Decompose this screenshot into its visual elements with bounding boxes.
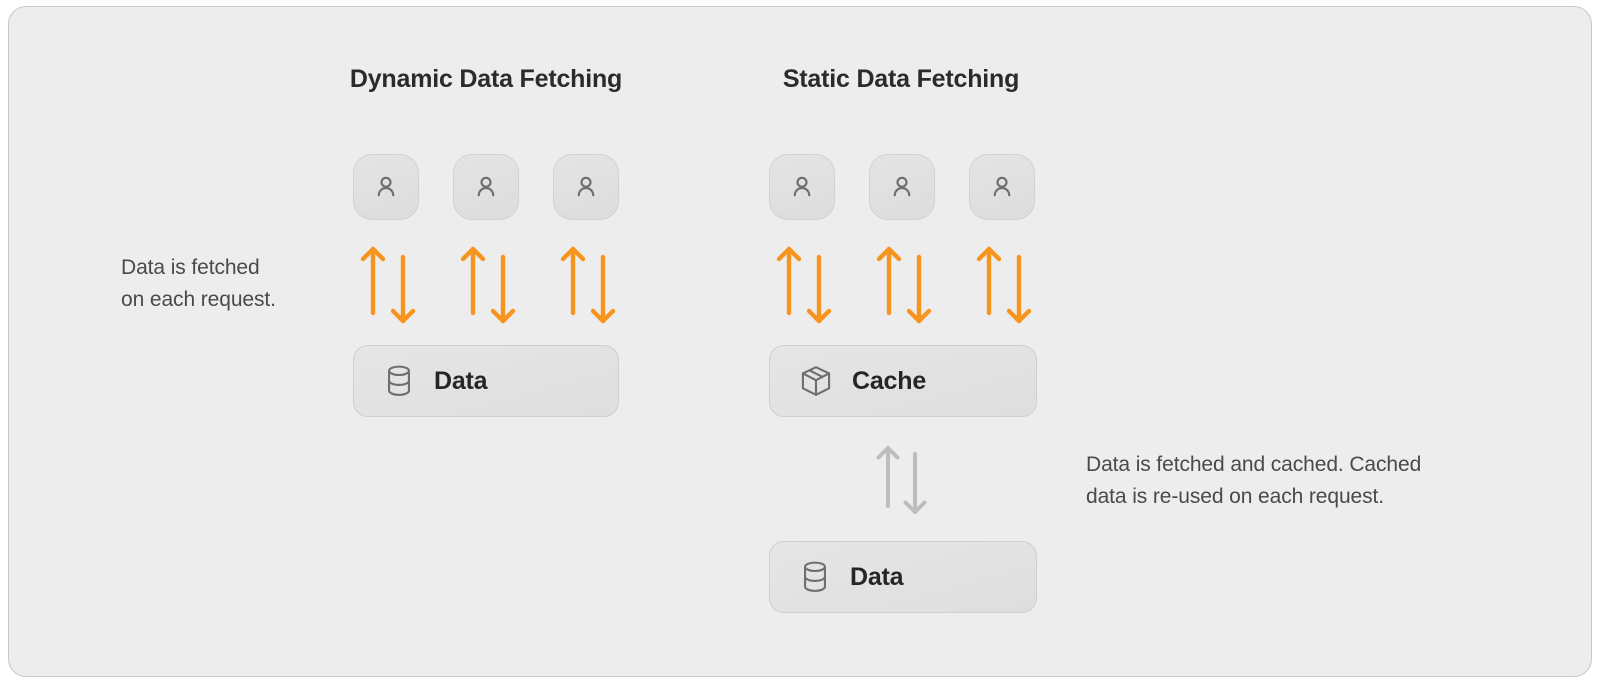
arrow-up-icon [360,246,386,316]
arrow-up-icon [560,246,586,316]
caption-line-2: data is re-used on each request. [1086,485,1384,508]
arrow-pair-dynamic-1 [359,245,419,325]
user-icon [987,172,1017,202]
arrow-up-icon [876,446,900,508]
arrow-pair-static-1 [775,245,835,325]
caption-static: Data is fetched and cached. Cached data … [1086,449,1486,513]
user-avatar-static-3 [969,154,1035,220]
store-label: Cache [852,366,927,395]
diagram-card: Dynamic Data Fetching Static Data Fetchi… [8,6,1592,677]
store-label: Data [850,562,904,591]
arrow-pair-static-3 [975,245,1035,325]
arrow-down-icon [806,254,832,324]
arrow-down-icon [490,254,516,324]
user-avatar-static-1 [769,154,835,220]
user-icon [471,172,501,202]
database-icon [383,364,415,398]
arrow-up-icon [976,246,1002,316]
column-title-dynamic: Dynamic Data Fetching [349,65,623,93]
store-box-data-dynamic: Data [353,345,619,417]
arrow-up-icon [460,246,486,316]
arrow-down-icon [590,254,616,324]
arrow-pair-static-2 [875,245,935,325]
user-icon [371,172,401,202]
arrow-up-icon [776,246,802,316]
box-icon [799,364,833,398]
user-avatar-dynamic-1 [353,154,419,220]
user-icon [887,172,917,202]
user-avatar-dynamic-3 [553,154,619,220]
arrow-pair-cache-to-data [873,444,933,516]
column-title-static: Static Data Fetching [782,65,1020,93]
arrow-pair-dynamic-2 [459,245,519,325]
user-avatar-static-2 [869,154,935,220]
database-icon [799,560,831,594]
store-box-data-static: Data [769,541,1037,613]
store-label: Data [434,366,488,395]
arrow-down-icon [906,254,932,324]
store-box-cache: Cache [769,345,1037,417]
arrow-pair-dynamic-3 [559,245,619,325]
caption-dynamic: Data is fetched on each request. [121,252,351,316]
user-icon [571,172,601,202]
caption-line-1: Data is fetched [121,256,260,279]
user-avatar-dynamic-2 [453,154,519,220]
arrow-down-icon [390,254,416,324]
arrow-up-icon [876,246,902,316]
caption-line-2: on each request. [121,288,276,311]
arrow-down-icon [1006,254,1032,324]
user-icon [787,172,817,202]
arrow-down-icon [903,452,927,514]
caption-line-1: Data is fetched and cached. Cached [1086,453,1422,476]
